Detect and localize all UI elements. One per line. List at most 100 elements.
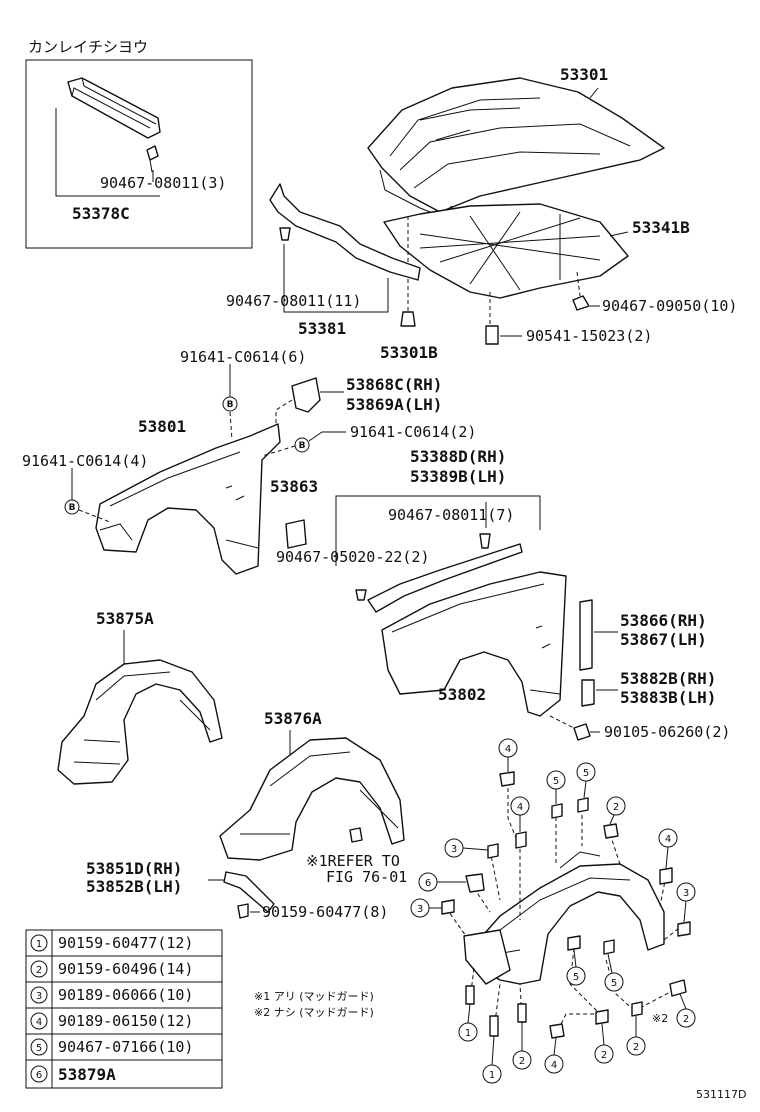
leader-53341B bbox=[609, 231, 629, 237]
label-53867: 53867(LH) bbox=[620, 630, 707, 649]
dash-guide-5 bbox=[659, 875, 667, 907]
lead-c16 bbox=[553, 1037, 557, 1056]
lead-c9 bbox=[683, 900, 687, 923]
svg-text:2: 2 bbox=[633, 1042, 639, 1053]
diagram-code: 531117D bbox=[696, 1088, 746, 1101]
svg-text:5: 5 bbox=[583, 768, 589, 779]
label-53866: 53866(RH) bbox=[620, 611, 707, 630]
dash-90105 bbox=[549, 715, 575, 729]
legend-row-6: 53879A bbox=[58, 1065, 116, 1084]
label-53341B: 53341B bbox=[632, 218, 690, 237]
label-53381: 53381 bbox=[298, 319, 346, 338]
svg-text:4: 4 bbox=[551, 1060, 557, 1071]
legend-row-2: 90159-60496(14) bbox=[58, 960, 193, 978]
pad-53863 bbox=[285, 519, 307, 549]
dash-guide-15 bbox=[605, 959, 637, 1013]
bolt-90105-06260 bbox=[573, 723, 591, 741]
dash-guide-1 bbox=[507, 788, 521, 920]
label-91641-C0614-6: 91641-C0614(6) bbox=[180, 348, 306, 366]
marker-b-2-text: B bbox=[299, 441, 306, 451]
legend-row-4: 90189-06150(12) bbox=[58, 1012, 193, 1030]
leader-53301 bbox=[589, 87, 599, 99]
leader-53378C bbox=[55, 108, 160, 197]
label-53852B: 53852B(LH) bbox=[86, 877, 182, 896]
dash-53868C bbox=[275, 399, 293, 424]
label-53863: 53863 bbox=[270, 477, 318, 496]
svg-text:3: 3 bbox=[417, 904, 423, 915]
dash-guide-7 bbox=[489, 849, 501, 901]
lead-c10 bbox=[679, 993, 687, 1010]
label-refer1: ※1REFER TO bbox=[306, 852, 400, 870]
label-53875A: 53875A bbox=[96, 609, 154, 628]
svg-text:2: 2 bbox=[613, 802, 619, 813]
label-53301B: 53301B bbox=[380, 343, 438, 362]
part-53301-hood bbox=[367, 77, 665, 217]
part-53388D-moulding bbox=[367, 543, 523, 613]
label-90159-60477-8: 90159-60477(8) bbox=[262, 903, 388, 921]
marker-b-1-text: B bbox=[227, 400, 234, 410]
stopper-53301B bbox=[400, 311, 416, 327]
label-90105-06260: 90105-06260(2) bbox=[604, 723, 730, 741]
label-90467-08011-3: 90467-08011(3) bbox=[100, 174, 226, 192]
svg-text:5: 5 bbox=[573, 972, 579, 983]
label-90467-08011-11: 90467-08011(11) bbox=[226, 292, 361, 310]
dash-guide-12 bbox=[519, 983, 523, 1021]
dash-guide-13 bbox=[557, 1013, 600, 1031]
legend-row-3: 90189-06066(10) bbox=[58, 986, 193, 1004]
part-53381-seal bbox=[269, 183, 421, 281]
dash-guide-4 bbox=[609, 833, 621, 865]
label-53876A: 53876A bbox=[264, 709, 322, 728]
legend-row-5: 90467-07166(10) bbox=[58, 1038, 193, 1056]
svg-text:1: 1 bbox=[489, 1070, 495, 1081]
svg-text:1: 1 bbox=[36, 939, 42, 950]
lead-c5 bbox=[462, 847, 489, 851]
dash-guide-16 bbox=[639, 989, 675, 1009]
svg-text:2: 2 bbox=[601, 1050, 607, 1061]
label-53851D: 53851D(RH) bbox=[86, 859, 182, 878]
dash-guide-6 bbox=[663, 923, 685, 941]
svg-text:3: 3 bbox=[451, 844, 457, 855]
label-53378C: 53378C bbox=[72, 204, 130, 223]
label-91641-C0614-2: 91641-C0614(2) bbox=[350, 423, 476, 441]
lead-c14 bbox=[491, 1035, 495, 1066]
svg-text:1: 1 bbox=[465, 1028, 471, 1039]
part-53875A-liner bbox=[57, 659, 223, 785]
svg-text:3: 3 bbox=[683, 888, 689, 899]
svg-text:4: 4 bbox=[505, 744, 511, 755]
label-53802: 53802 bbox=[438, 685, 486, 704]
bolt-90159-60477-8 bbox=[237, 903, 249, 919]
label-refer2: FIG 76-01 bbox=[326, 868, 407, 886]
dash-b-1 bbox=[229, 411, 233, 441]
leader-91641-2 bbox=[308, 431, 346, 442]
dash-guide-8 bbox=[469, 881, 491, 913]
part-53879A-flap bbox=[463, 929, 511, 985]
label-53388D: 53388D(RH) bbox=[410, 447, 506, 466]
part-53802-fender bbox=[381, 571, 567, 717]
cushion-90541-15023 bbox=[485, 325, 499, 345]
part-53876A-liner bbox=[219, 737, 405, 861]
callout-circles: 4 4 5 5 2 3 6 3 4 3 2 1 5 5 1 2 4 2 2 2 bbox=[410, 738, 696, 1084]
note-2: ※2 ナシ (マッドガード) bbox=[254, 1006, 374, 1019]
label-90467-09050: 90467-09050(10) bbox=[602, 297, 737, 315]
label-53389B: 53389B(LH) bbox=[410, 467, 506, 486]
clip-liner-53876A bbox=[349, 827, 363, 843]
svg-text:6: 6 bbox=[425, 878, 431, 889]
svg-text:5: 5 bbox=[553, 776, 559, 787]
lead-c17 bbox=[601, 1023, 605, 1046]
label-90467-08011-7: 90467-08011(7) bbox=[388, 506, 514, 524]
label-53883B: 53883B(LH) bbox=[620, 688, 716, 707]
legend-row-1: 90159-60477(12) bbox=[58, 934, 193, 952]
lead-c4 bbox=[609, 814, 615, 825]
note-1: ※1 アリ (マッドガード) bbox=[254, 990, 374, 1003]
dash-guide-10 bbox=[469, 967, 475, 1001]
lead-c12 bbox=[573, 949, 577, 968]
clip-90467-08011-11 bbox=[279, 227, 291, 241]
label-91641-C0614-4: 91641-C0614(4) bbox=[22, 452, 148, 470]
fasteners bbox=[441, 771, 691, 1039]
part-53378C-drawing bbox=[67, 77, 161, 173]
label-star2: ※2 bbox=[652, 1012, 668, 1025]
svg-text:4: 4 bbox=[36, 1017, 42, 1028]
clip-90467-05020 bbox=[355, 589, 367, 601]
svg-text:5: 5 bbox=[611, 978, 617, 989]
